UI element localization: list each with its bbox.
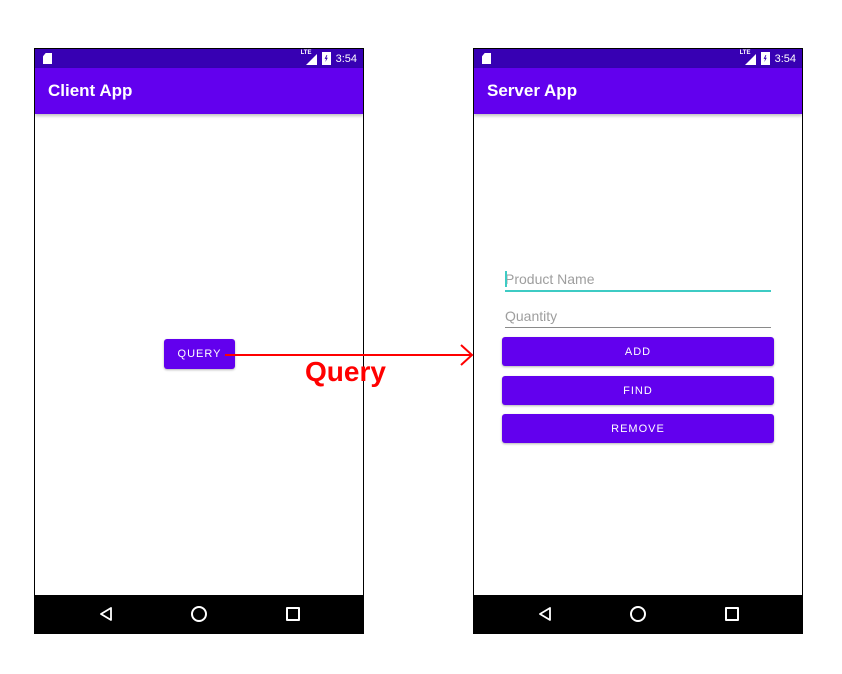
app-title: Client App bbox=[48, 81, 133, 100]
remove-button[interactable]: REMOVE bbox=[502, 414, 774, 443]
home-circle-icon[interactable] bbox=[630, 606, 646, 622]
signal-icon: LTE bbox=[739, 50, 756, 65]
network-type: LTE bbox=[739, 50, 751, 56]
navigation-bar bbox=[35, 595, 363, 633]
query-annotation: Query bbox=[305, 356, 386, 387]
query-button[interactable]: QUERY bbox=[164, 339, 235, 369]
add-button[interactable]: ADD bbox=[502, 337, 774, 366]
arrow-head bbox=[460, 344, 474, 366]
recents-square-icon[interactable] bbox=[725, 607, 739, 621]
quantity-field[interactable] bbox=[505, 305, 771, 328]
status-bar: LTE 3:54 bbox=[474, 49, 802, 68]
find-button[interactable]: FIND bbox=[502, 376, 774, 405]
app-title: Server App bbox=[487, 81, 578, 100]
client-phone: LTE 3:54 Client App QUERY bbox=[34, 48, 364, 634]
network-type: LTE bbox=[300, 50, 312, 56]
battery-charging-icon bbox=[321, 52, 331, 65]
app-bar: Client App bbox=[35, 68, 363, 114]
battery-charging-icon bbox=[760, 52, 770, 65]
navigation-bar bbox=[474, 595, 802, 633]
status-bar: LTE 3:54 bbox=[35, 49, 363, 68]
status-icons: LTE 3:54 bbox=[739, 50, 796, 66]
status-icons: LTE 3:54 bbox=[300, 50, 357, 66]
status-time: 3:54 bbox=[774, 52, 796, 65]
sd-card-icon bbox=[482, 53, 491, 64]
recents-square-icon[interactable] bbox=[286, 607, 300, 621]
back-triangle-icon[interactable] bbox=[99, 607, 113, 621]
back-triangle-icon[interactable] bbox=[538, 607, 552, 621]
app-bar: Server App bbox=[474, 68, 802, 114]
text-cursor bbox=[505, 271, 507, 287]
home-circle-icon[interactable] bbox=[191, 606, 207, 622]
sd-card-icon bbox=[43, 53, 52, 64]
product-name-field[interactable] bbox=[505, 268, 771, 292]
server-phone: LTE 3:54 Server App ADD FIND REMOVE bbox=[473, 48, 803, 634]
status-time: 3:54 bbox=[335, 52, 357, 65]
signal-icon: LTE bbox=[300, 50, 317, 65]
